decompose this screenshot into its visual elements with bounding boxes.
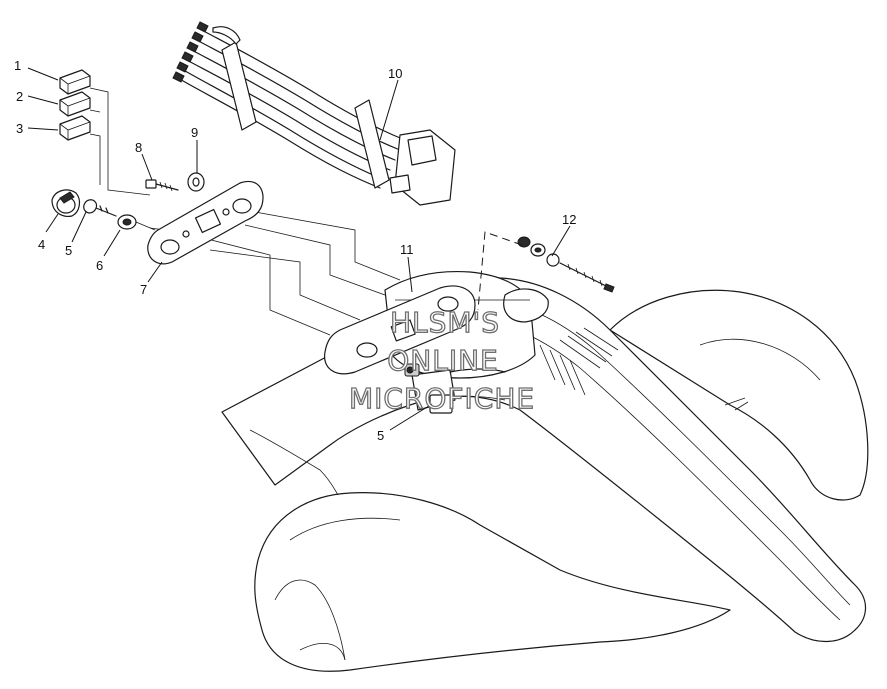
watermark-line-2: ONLINE [387, 344, 498, 377]
callout-3: 3 [16, 121, 23, 136]
callout-9: 9 [191, 125, 198, 140]
watermark: HLSM'S ONLINE MICROFICHE [348, 305, 535, 415]
callout-8: 8 [135, 140, 142, 155]
callout-4: 4 [38, 237, 45, 252]
callout-10: 10 [388, 66, 402, 81]
screw-part-8 [145, 179, 179, 192]
mounting-plate-part-7 [147, 181, 264, 265]
lock-cylinder-part-4 [51, 189, 81, 217]
callout-7: 7 [140, 282, 147, 297]
callout-6: 6 [96, 258, 103, 273]
fender-mounted-plate [324, 285, 476, 375]
nut-part-6 [117, 214, 156, 231]
watermark-line-3: MICROFICHE [349, 382, 535, 415]
callout-12: 12 [562, 212, 576, 227]
fastener-stack-part-12 [477, 231, 615, 311]
cap-part-2 [59, 91, 91, 117]
callout-labels: 1 2 3 4 5 6 7 8 9 10 11 12 5 [14, 58, 576, 443]
key-part-5 [83, 199, 117, 217]
washer-part-9 [187, 172, 205, 192]
watermark-line-1: HLSM'S [390, 306, 500, 339]
callout-11: 11 [400, 242, 414, 257]
cap-part-3 [59, 115, 91, 141]
rear-fender [221, 277, 869, 672]
callout-2: 2 [16, 89, 23, 104]
callout-5-switch: 5 [377, 428, 384, 443]
callout-leaders [27, 67, 571, 431]
wiring-harness-part-10 [172, 21, 456, 206]
cap-part-1 [59, 69, 91, 95]
callout-5-key: 5 [65, 243, 72, 258]
callout-1: 1 [14, 58, 21, 73]
key-switch-assembly [404, 363, 506, 414]
